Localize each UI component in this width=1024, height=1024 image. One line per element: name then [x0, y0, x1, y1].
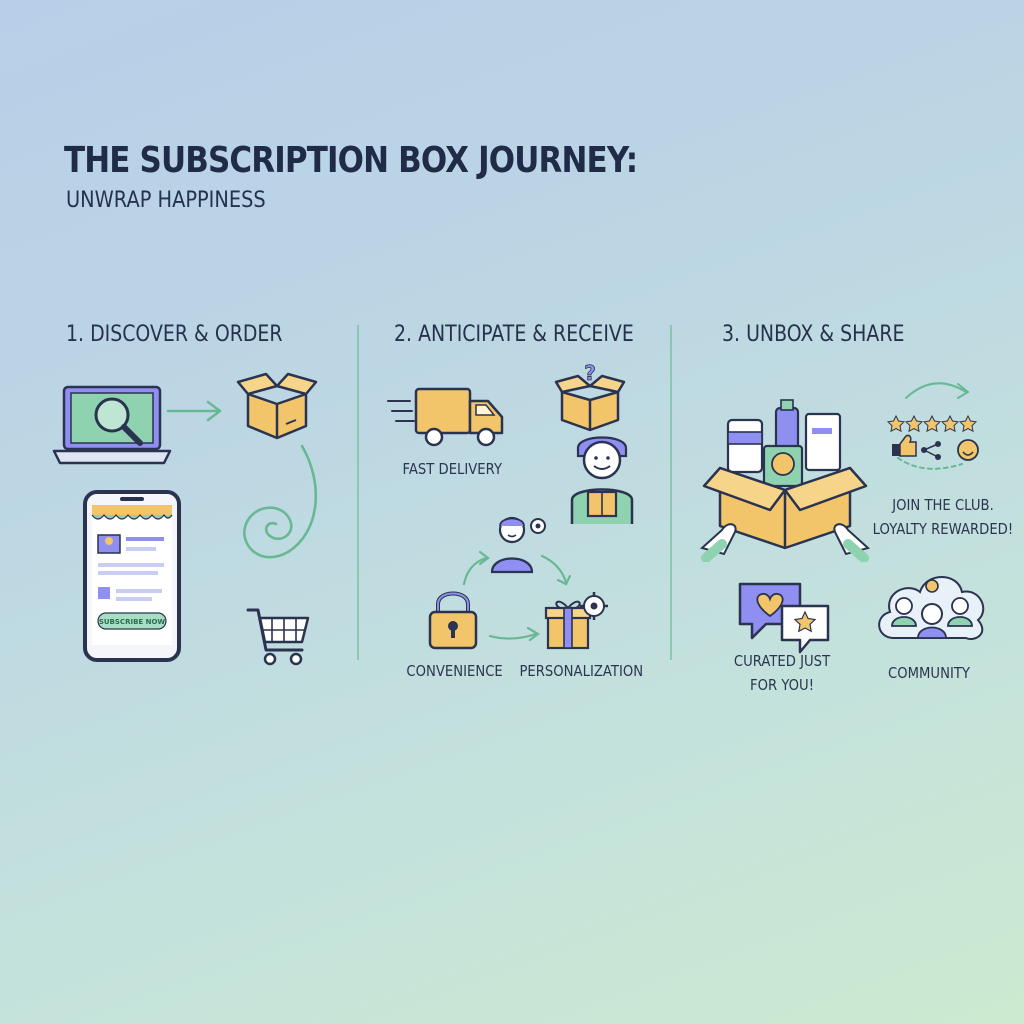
gift-gear-icon	[544, 588, 610, 652]
speech-bubbles-icon	[736, 580, 832, 656]
loyalty-label-line-1: JOIN THE CLUB.	[892, 496, 994, 514]
unboxing-icon	[700, 398, 870, 562]
fast-delivery-label: FAST DELIVERY	[402, 460, 503, 478]
subscribe-button-label: SUBSCRIBE NOW	[99, 618, 166, 626]
padlock-icon	[426, 586, 480, 650]
phone-store-icon: SUBSCRIBE NOW	[82, 489, 182, 663]
step-3-heading: 3. UNBOX & SHARE	[722, 322, 905, 347]
spiral-icon	[232, 444, 324, 568]
person-gear-icon	[488, 510, 550, 580]
rating-stars-icon	[884, 372, 988, 476]
mystery-box-icon: ?	[554, 362, 626, 432]
step-2-heading: 2. ANTICIPATE & RECEIVE	[394, 322, 634, 347]
person-with-box-icon	[566, 430, 638, 526]
step-1-heading: 1. DISCOVER & ORDER	[66, 322, 283, 347]
convenience-label: CONVENIENCE	[406, 662, 503, 680]
column-divider	[670, 325, 672, 660]
page-title: THE SUBSCRIPTION BOX JOURNEY:	[64, 140, 638, 181]
curated-label-line-2: FOR YOU!	[749, 676, 815, 694]
cycle-arrows-icon	[462, 540, 576, 644]
curated-label-line-1: CURATED JUST	[733, 652, 831, 670]
community-cloud-icon	[874, 568, 990, 644]
arrow-icon	[166, 398, 224, 424]
page-subtitle: UNWRAP HAPPINESS	[66, 188, 266, 213]
delivery-truck-icon	[386, 383, 506, 453]
community-label: COMMUNITY	[888, 664, 970, 682]
open-box-icon	[236, 368, 318, 440]
shopping-cart-icon	[246, 606, 312, 668]
svg-text:?: ?	[584, 362, 596, 385]
personalization-label: PERSONALIZATION	[519, 662, 644, 680]
column-divider	[357, 325, 359, 660]
laptop-search-icon	[52, 383, 172, 467]
loyalty-label-line-2: LOYALTY REWARDED!	[872, 520, 1014, 538]
